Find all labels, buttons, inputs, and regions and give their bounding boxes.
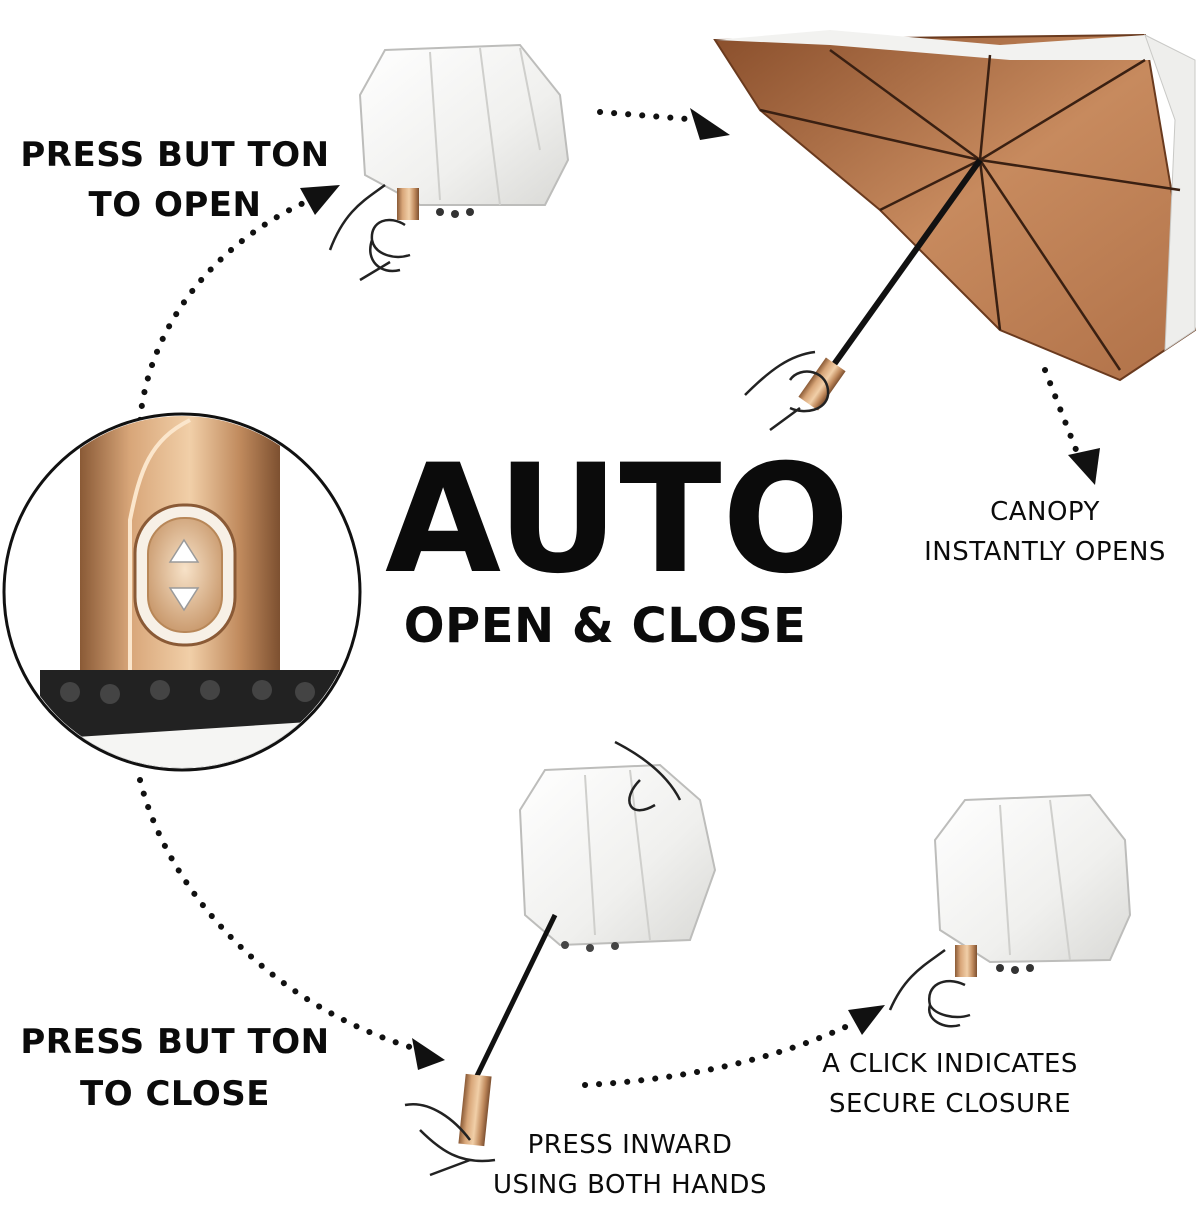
extended-shaft bbox=[472, 913, 558, 1082]
arrow-path-close bbox=[137, 777, 423, 1053]
umbrella-shaft bbox=[827, 158, 983, 372]
extended-umbrella bbox=[458, 763, 717, 1147]
step-press-close: PRESS BUT TON TO CLOSE bbox=[20, 1022, 330, 1114]
open-umbrella bbox=[713, 30, 1197, 411]
hand-open bbox=[744, 350, 830, 432]
hand-bottom-right bbox=[888, 948, 971, 1028]
arrowhead-canopy bbox=[1068, 448, 1100, 485]
triangle-up-icon bbox=[168, 538, 200, 563]
headline-subtitle: OPEN & CLOSE bbox=[403, 598, 807, 654]
hand-press-bottom bbox=[404, 1102, 496, 1177]
arrow-heads bbox=[300, 108, 1100, 1070]
hand-top bbox=[328, 183, 411, 282]
arrowhead-bottom bbox=[848, 1005, 885, 1035]
step-canopy-opens: CANOPY INSTANTLY OPENS bbox=[924, 497, 1166, 567]
step-press-open: PRESS BUT TON TO OPEN bbox=[20, 135, 330, 225]
arrow-path-open bbox=[137, 197, 313, 423]
closed-umbrella-bottom bbox=[933, 793, 1132, 977]
arrow-path-canopy bbox=[1042, 367, 1083, 463]
arrowhead-close bbox=[412, 1038, 445, 1070]
headline-title: AUTO bbox=[385, 433, 851, 607]
flow-arrows bbox=[137, 109, 1083, 1088]
step-click-closure: A CLICK INDICATES SECURE CLOSURE bbox=[822, 1049, 1078, 1119]
arrow-path-top bbox=[597, 109, 703, 123]
handle-closeup bbox=[2, 412, 362, 772]
step-press-inward: PRESS INWARD USING BOTH HANDS bbox=[493, 1130, 767, 1200]
hand-press-top bbox=[614, 740, 682, 812]
triangle-down-icon bbox=[168, 587, 200, 612]
closed-umbrella-top bbox=[358, 43, 570, 220]
arrowhead-open bbox=[300, 185, 340, 215]
arrowhead-top bbox=[690, 108, 730, 140]
